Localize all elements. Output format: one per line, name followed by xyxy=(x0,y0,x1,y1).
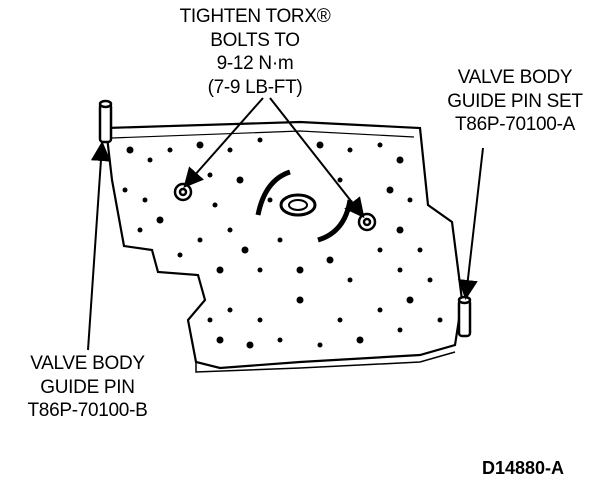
callout-line: 9-12 N·m xyxy=(216,53,294,74)
valve-body-hole xyxy=(156,216,164,224)
valve-body-hole xyxy=(122,187,128,193)
valve-body-hole xyxy=(326,256,334,264)
valve-body-hole xyxy=(227,147,233,153)
callout-line: VALVE BODY xyxy=(457,67,573,88)
valve-body-hole xyxy=(227,227,233,233)
callout-line: GUIDE PIN xyxy=(40,376,135,398)
valve-body-hole xyxy=(216,266,224,274)
valve-body-hole xyxy=(126,146,134,154)
figure-id: D14880-A xyxy=(482,458,565,478)
valve-body-hole xyxy=(427,277,433,283)
callout-line: VALVE BODY xyxy=(30,353,145,374)
valve-body-hole xyxy=(167,147,173,153)
valve-body-hole xyxy=(337,177,343,183)
valve-body-hole xyxy=(241,246,249,254)
callout-line: GUIDE PIN SET xyxy=(447,90,583,112)
valve-body-hole xyxy=(406,296,414,304)
valve-body-hole xyxy=(397,267,403,273)
valve-body-hole xyxy=(142,197,148,203)
callout-line: TIGHTEN TORX® xyxy=(179,6,331,27)
valve-body-hole xyxy=(386,186,394,194)
valve-body-hole xyxy=(277,337,283,343)
guide-pin-callout: VALVE BODY GUIDE PIN T86P-70100-B xyxy=(0,352,175,423)
valve-body-hole xyxy=(396,156,404,164)
callout-line: T86P-70100-A xyxy=(455,114,575,135)
valve-body-hole xyxy=(407,197,413,203)
valve-body-plate xyxy=(104,120,464,373)
valve-body-hole xyxy=(417,247,423,253)
valve-body-hole xyxy=(437,317,443,323)
valve-body-hole xyxy=(316,141,324,149)
valve-body-hole xyxy=(267,197,273,203)
valve-body-hole xyxy=(277,237,283,243)
guide-pin-left xyxy=(98,99,113,144)
leader-lines xyxy=(87,97,484,351)
valve-body-hole xyxy=(236,176,244,184)
valve-body-hole xyxy=(207,317,213,323)
valve-body-hole xyxy=(347,277,353,283)
valve-body-holes xyxy=(122,137,443,349)
valve-body-hole xyxy=(377,142,383,148)
valve-body-hole xyxy=(137,227,143,233)
valve-body-hole xyxy=(337,317,343,323)
valve-body-hole xyxy=(396,226,404,234)
valve-body-hole xyxy=(296,266,304,274)
valve-body-hole xyxy=(227,307,233,313)
valve-body-hole xyxy=(397,327,403,333)
valve-body-hole xyxy=(377,307,383,313)
torx-bolt-left xyxy=(173,182,193,202)
valve-body-hole xyxy=(246,341,254,349)
valve-body-hole xyxy=(347,147,353,153)
valve-body-hole xyxy=(207,172,213,178)
valve-body-hole xyxy=(356,336,364,344)
valve-body-hole xyxy=(257,137,263,143)
callout-line: T86P-70100-B xyxy=(27,400,148,421)
guide-pin-right xyxy=(457,295,472,338)
torx-bolt-right xyxy=(357,212,377,232)
callout-line: (7-9 LB-FT) xyxy=(207,76,303,98)
valve-body-hole xyxy=(257,267,263,273)
valve-body-hole xyxy=(317,342,323,348)
valve-body-hole xyxy=(197,237,203,243)
callout-line: BOLTS TO xyxy=(210,29,300,51)
valve-body-hole xyxy=(212,202,218,208)
valve-body-hole xyxy=(296,296,304,304)
guide-pin-set-callout: VALVE BODY GUIDE PIN SET T86P-70100-A xyxy=(420,66,608,137)
valve-body-hole xyxy=(216,336,224,344)
valve-body-hole xyxy=(377,247,383,253)
valve-body-hole xyxy=(177,252,183,258)
valve-body-hole xyxy=(147,157,153,163)
valve-body-hole xyxy=(257,317,263,323)
torque-spec-callout: TIGHTEN TORX® BOLTS TO 9-12 N·m (7-9 LB-… xyxy=(150,5,360,99)
valve-body-hole xyxy=(196,141,204,149)
